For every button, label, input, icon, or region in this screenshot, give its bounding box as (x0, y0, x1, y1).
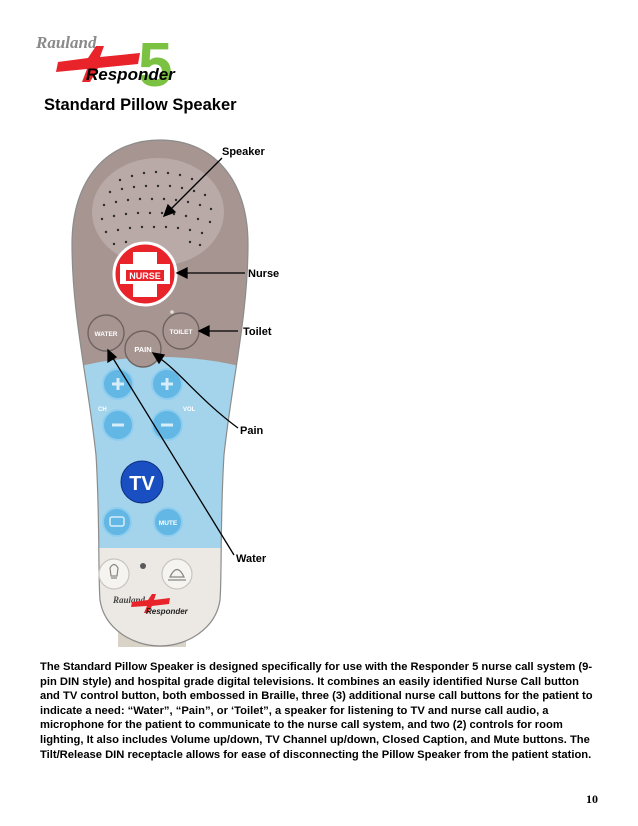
mute-button-label: MUTE (159, 520, 178, 527)
device-outline (71, 139, 249, 647)
channel-down-button[interactable] (102, 409, 134, 441)
device-bottom-logo: Rauland Responder (112, 594, 189, 616)
toilet-callout-label: Toilet (243, 326, 272, 338)
tv-button-label: TV (129, 473, 155, 495)
microphone-hole (170, 310, 174, 314)
speaker-grille (92, 158, 224, 266)
nurse-arrowhead (175, 266, 188, 280)
reading-light-button[interactable] (98, 558, 130, 590)
logo-number-text: 5 (138, 31, 172, 96)
volume-up-button[interactable] (151, 368, 183, 400)
vol-label: VOL (183, 407, 196, 413)
nurse-label-bg (126, 270, 164, 281)
closed-caption-icon (109, 516, 125, 527)
tv-button[interactable] (120, 460, 164, 504)
page-title: Standard Pillow Speaker (44, 96, 237, 114)
logo-product-text: Responder (86, 65, 176, 84)
toilet-arrowhead (197, 324, 210, 338)
pain-button[interactable] (124, 330, 162, 368)
reading-light-icon (109, 563, 119, 579)
pain-button-label: PAIN (134, 345, 151, 354)
device-logo-brand: Rauland (112, 595, 146, 605)
water-callout-line (110, 354, 235, 556)
water-button[interactable] (87, 314, 125, 352)
indicator-led (140, 563, 146, 569)
device-bottom-section (72, 548, 248, 646)
pain-arrowhead (151, 352, 166, 365)
logo-brand-text: Rauland (35, 33, 97, 52)
page-number: 10 (586, 792, 598, 806)
speaker-callout-label: Speaker (222, 146, 266, 158)
closed-caption-button[interactable] (102, 507, 132, 537)
water-arrowhead (107, 348, 118, 364)
pain-callout-line (157, 356, 239, 429)
pain-callout-label: Pain (240, 425, 264, 437)
volume-down-button[interactable] (151, 409, 183, 441)
room-light-icon (168, 568, 186, 581)
device-logo-product: Responder (146, 607, 189, 616)
water-callout-label: Water (236, 553, 267, 565)
nurse-button-text: NURSE (129, 271, 161, 281)
toilet-button-label: TOILET (170, 329, 193, 336)
channel-up-button[interactable] (102, 368, 134, 400)
plus-icon (161, 378, 173, 390)
nurse-callout-label: Nurse (248, 268, 279, 280)
water-button-label: WATER (95, 331, 118, 338)
logo-cross-icon (56, 46, 140, 82)
plus-icon (112, 378, 124, 390)
description-paragraph: The Standard Pillow Speaker is designed … (40, 661, 593, 761)
mute-button[interactable] (153, 507, 183, 537)
speaker-arrowhead (162, 203, 177, 218)
rauland-responder5-logo: Rauland 5 Responder (35, 31, 176, 96)
ch-label: CH (98, 407, 107, 413)
speaker-callout-line (167, 157, 223, 213)
speaker-holes (100, 170, 213, 247)
room-light-button[interactable] (161, 558, 193, 590)
device-logo-cross-icon (131, 594, 170, 613)
